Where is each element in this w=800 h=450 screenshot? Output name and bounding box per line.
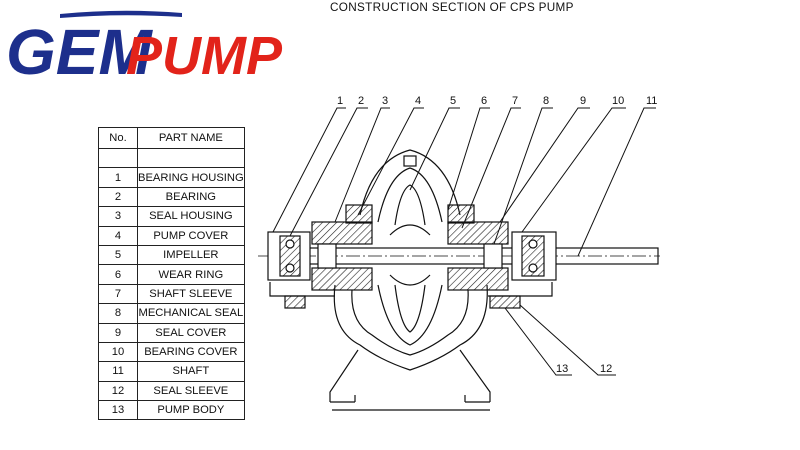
leader-3 [334,107,390,223]
part-no: 9 [98,322,138,343]
leader-6 [447,107,490,211]
logo-text-gem: GEM [6,16,153,86]
callout-2: 2 [358,95,364,107]
part-no: 4 [98,225,138,246]
table-header-row: No. PART NAME [98,127,245,149]
impeller-vane-bottom [394,284,426,333]
part-name: SEAL SLEEVE [137,380,245,402]
pump-body-inner [351,289,469,356]
header-no: No. [98,127,138,149]
left-seal-housing [311,221,373,245]
impeller-eye [389,224,431,286]
part-name: BEARING [137,186,245,208]
logo-text-pump: PUMP [126,26,283,86]
callout-9: 9 [580,95,586,107]
leader-5 [409,107,460,191]
leader-13 [504,307,572,376]
part-no: 6 [98,264,138,285]
pump-body-lower [333,284,488,371]
part-name: PUMP BODY [137,400,245,421]
top-bolt [403,155,417,167]
leader-1 [272,107,346,233]
callout-8: 8 [543,95,549,107]
right-seal [483,243,503,269]
callout-7: 7 [512,95,518,107]
part-name: WEAR RING [137,264,245,285]
leader-11 [577,107,656,257]
table-row-blank [98,147,245,169]
callout-4: 4 [415,95,421,107]
right-bearing [521,235,545,277]
part-name: BEARING HOUSING [137,167,245,188]
left-lower-block [284,295,306,309]
pump-base [329,349,491,403]
leader-2 [289,107,368,237]
leader-8 [493,107,553,245]
logo-swoosh [60,10,182,18]
right-seal-housing-low [447,267,509,291]
part-name: SHAFT SLEEVE [137,283,245,305]
part-name: MECHANICAL SEAL [137,303,245,324]
part-no: 10 [98,341,138,363]
part-name: SEAL HOUSING [137,206,245,227]
part-no: 2 [98,186,138,208]
part-no: 1 [98,167,138,188]
callout-12: 12 [600,363,612,375]
part-no: 12 [98,380,138,402]
callout-6: 6 [481,95,487,107]
leader-12 [519,304,616,376]
gempump-logo: GEM PUMP [6,10,283,86]
part-no: 7 [98,283,138,305]
right-seal-housing [447,221,509,245]
callout-11: 11 [646,95,657,107]
callout-3: 3 [382,95,388,107]
leader-4 [357,107,424,216]
part-name: BEARING COVER [137,341,245,363]
impeller-bottom [377,284,443,346]
impeller-top [377,167,443,223]
leader-7 [461,107,521,229]
pump-cross-section: 1 2 3 4 5 6 7 8 9 10 11 12 13 [258,95,660,411]
callout-5: 5 [450,95,456,107]
part-name: PUMP COVER [137,225,245,246]
part-no: 13 [98,400,138,421]
callout-10: 10 [612,95,624,107]
part-name: SEAL COVER [137,322,245,343]
part-no: 11 [98,361,138,382]
part-name: SHAFT [137,361,245,382]
part-no: 8 [98,303,138,324]
part-no: 5 [98,244,138,266]
pump-body-upper [359,149,461,216]
leader-9 [499,107,590,223]
drawing-title: CONSTRUCTION SECTION OF CPS PUMP [330,2,574,14]
left-seal-housing-low [311,267,373,291]
part-no: 3 [98,206,138,227]
part-name: IMPELLER [137,244,245,266]
callout-1: 1 [337,95,343,107]
leader-10 [521,107,626,233]
impeller-vane-top [394,184,426,226]
right-lower-block [489,295,521,309]
left-seal [317,243,337,269]
right-pump-cover [447,204,475,224]
callout-13: 13 [556,363,568,375]
header-part-name: PART NAME [137,127,245,149]
